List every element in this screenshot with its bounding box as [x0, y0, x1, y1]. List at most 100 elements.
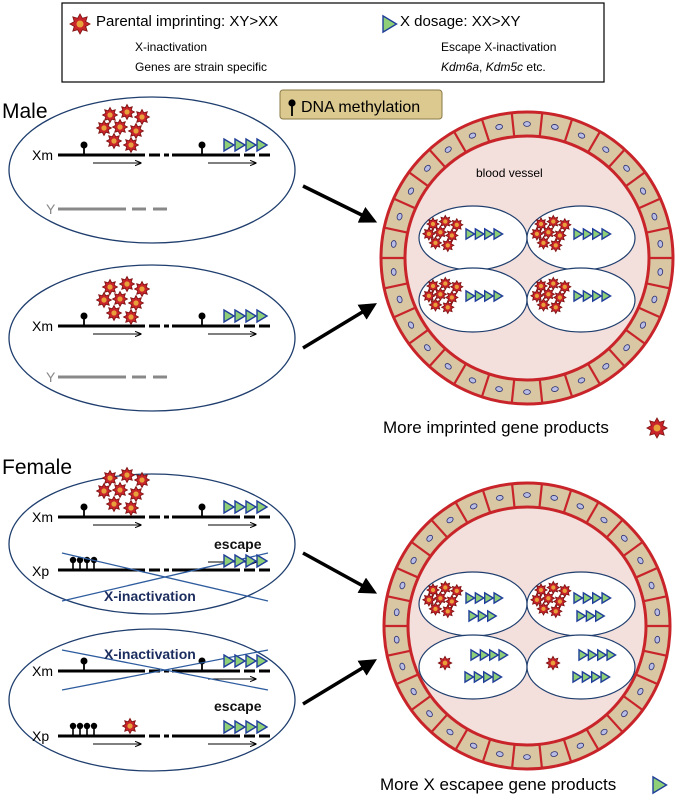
escapee-product-triangle-icon [234, 308, 247, 324]
imprinted-product-star-icon [95, 482, 113, 500]
imprinted-product-star-icon [552, 228, 567, 243]
escapee-product-triangle-icon [597, 648, 608, 662]
imprinted-product-star-icon [118, 275, 136, 293]
escapee-product-triangle-icon [591, 670, 602, 684]
escapee-product-triangle-icon [582, 289, 594, 303]
imprinted-product-star-icon [95, 119, 113, 137]
legend-dosage-line1: Escape X-inactivation [441, 40, 556, 54]
imprinted-product-star-icon [541, 591, 556, 606]
escapee-product-triangle-icon [487, 609, 498, 623]
imprinted-product-star-icon [557, 583, 572, 598]
imprinted-product-star-icon [440, 238, 455, 253]
imprinted-product-star-icon [428, 235, 443, 250]
escapee-product-triangle-icon [601, 289, 612, 303]
imprinted-product-star-icon [105, 132, 123, 150]
female-section-label: Female [2, 456, 72, 479]
female-caption: More X escapee gene products [380, 775, 616, 794]
escapee-product-triangle-icon [573, 289, 584, 303]
female2-xm-inactivation-cross [61, 649, 269, 691]
imprinted-product-star-icon [428, 297, 443, 312]
gene-etc: etc. [523, 60, 546, 74]
imprinted-product-star-icon [421, 288, 436, 303]
female1-escape-label: escape [214, 536, 262, 552]
escapee-product-triangle-icon [587, 648, 599, 662]
imprinted-product-star-icon [536, 235, 551, 250]
escapee-product-triangle-icon [484, 591, 495, 605]
imprinted-product-star-icon [421, 226, 436, 241]
female1-imprinted-products [95, 466, 151, 517]
escapee-product-triangle-icon [223, 137, 236, 153]
imprinted-product-star-icon [69, 13, 91, 35]
methylation-lollipop-icon [288, 99, 296, 116]
male1-imprinted-products [95, 103, 151, 154]
imprinted-product-star-icon [546, 276, 561, 291]
escapee-product-triangle-icon [493, 591, 504, 605]
imprinted-product-star-icon [545, 655, 561, 671]
male1-y-label: Y [46, 201, 56, 217]
imprinted-product-star-icon [69, 13, 91, 35]
escapee-product-triangle-icon [245, 499, 258, 515]
escapee-product-triangle-icon [465, 289, 476, 303]
imprinted-product-star-icon [444, 290, 459, 305]
caption-star-icon [646, 417, 668, 439]
imprinted-product-star-icon [433, 287, 448, 302]
imprinted-product-star-icon [101, 278, 119, 296]
escapee-product-triangle-icon [256, 719, 269, 735]
gene-kdm6a: Kdm6a [441, 60, 479, 74]
male-caption: More imprinted gene products [383, 418, 609, 437]
female2-to-vessel-arrow [302, 659, 377, 706]
imprinted-product-star-icon [426, 583, 440, 597]
male-vessel-blood-cells [418, 205, 636, 333]
imprinted-product-star-icon [127, 122, 145, 140]
imprinted-product-star-icon [105, 495, 123, 513]
male1-to-vessel-arrow [302, 184, 378, 223]
female-cell-1: Xm Xp [8, 466, 296, 615]
escapee-product-triangle-icon [493, 289, 504, 303]
male-cell-2: Xm Y [8, 264, 296, 412]
male1-xm-label: Xm [32, 147, 53, 163]
male1-escapee-products [223, 137, 269, 153]
female2-xp-methylation-cluster [69, 722, 98, 736]
imprinted-product-star-icon [529, 592, 544, 607]
escapee-product-triangle-icon [573, 591, 584, 605]
male-vessel-label: blood vessel [476, 166, 543, 180]
female2-imprinted-products [121, 717, 139, 735]
escapee-product-triangle-icon [592, 289, 603, 303]
escapee-product-triangle-icon [245, 653, 258, 669]
escapee-product-triangle-icon [572, 670, 583, 684]
imprinted-product-star-icon [557, 279, 572, 294]
escapee-product-triangle-icon [474, 591, 486, 605]
legend-imprinting-line1: X-inactivation [135, 40, 207, 54]
female2-xm-chromosome [58, 657, 270, 680]
male2-xm-chromosome [58, 312, 270, 335]
escapee-product-triangle-icon [464, 670, 475, 684]
escapee-product-triangle-icon [601, 591, 612, 605]
imprinted-product-star-icon [437, 655, 453, 671]
female2-escape-label: escape [214, 698, 262, 714]
escapee-product-triangle-icon [465, 227, 476, 241]
escapee-product-triangle-icon [473, 670, 485, 684]
female-vessel-blood-cells [418, 571, 636, 700]
dna-methylation-label: DNA methylation [301, 99, 420, 116]
imprinted-product-star-icon [428, 601, 443, 616]
escapee-product-triangle-icon [592, 227, 603, 241]
imprinted-product-star-icon [133, 108, 151, 126]
female2-xp-chromosome [58, 722, 270, 744]
imprinted-product-star-icon [133, 471, 151, 489]
escapee-product-triangle-icon [223, 308, 236, 324]
escapee-product-triangle-icon [465, 591, 476, 605]
escapee-product-triangle-icon [234, 137, 247, 153]
imprinted-product-star-icon [534, 583, 548, 597]
escapee-product-triangle-icon [606, 648, 617, 662]
escapee-product-triangle-icon [498, 648, 509, 662]
imprinted-product-star-icon [118, 466, 136, 484]
escapee-product-triangle-icon [256, 653, 269, 669]
escapee-product-triangle-icon [382, 14, 398, 34]
escapee-product-triangle-icon [582, 591, 594, 605]
male-vessel-endothelial-cells [382, 113, 672, 403]
gene-separator: , [479, 60, 486, 74]
imprinted-product-star-icon [127, 294, 145, 312]
imprinted-product-star-icon [438, 214, 453, 229]
imprinted-product-star-icon [101, 106, 119, 124]
